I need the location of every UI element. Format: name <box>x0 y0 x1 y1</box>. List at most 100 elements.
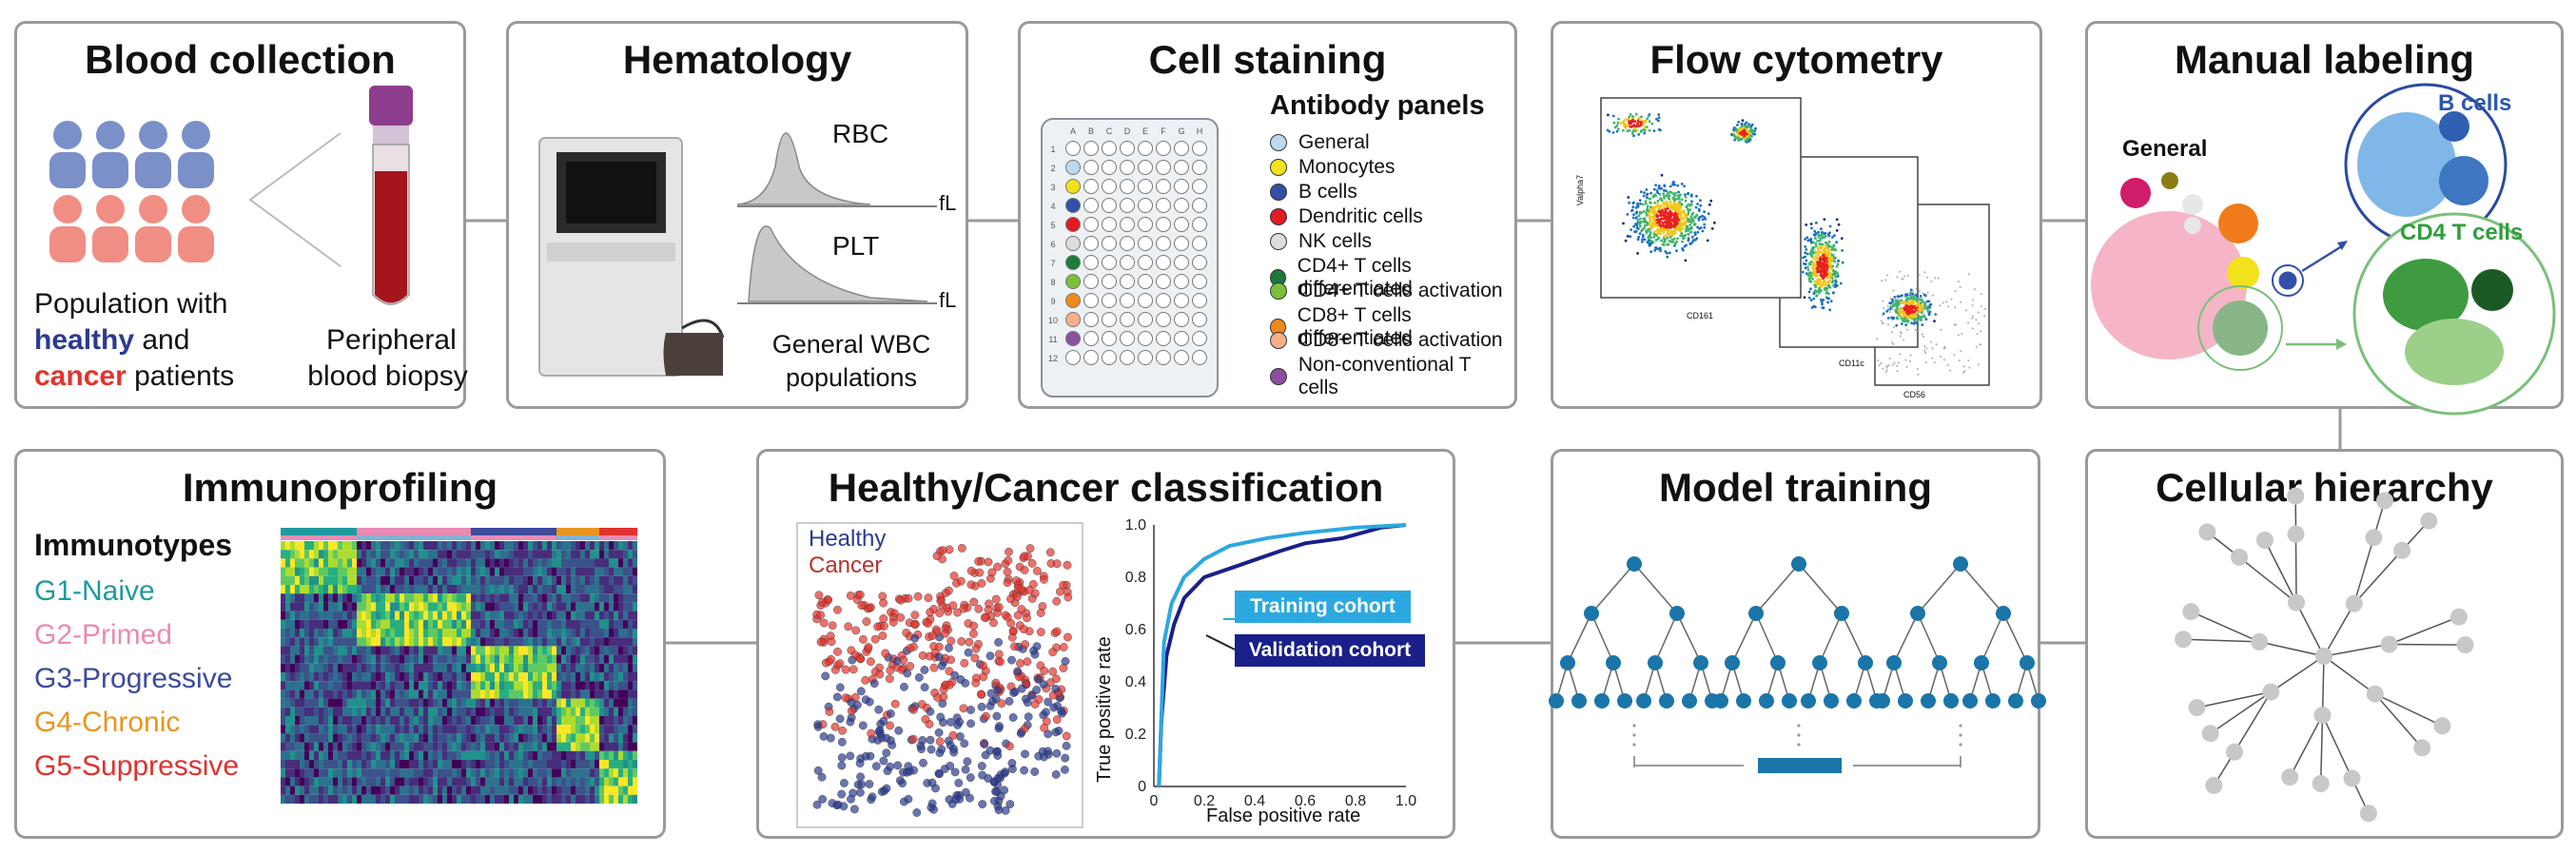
flow-event <box>1922 307 1925 310</box>
flow-event <box>1967 359 1970 361</box>
heatmap-cell <box>623 768 628 778</box>
heatmap <box>281 528 637 804</box>
umap-point <box>957 637 966 646</box>
heatmap-cell <box>357 575 361 585</box>
heatmap-cell <box>442 725 447 734</box>
flow-event <box>1829 259 1832 262</box>
umap-point <box>850 805 859 814</box>
heatmap-cell <box>419 575 423 585</box>
flow-event <box>1967 321 1970 324</box>
flow-event <box>1644 223 1647 227</box>
heatmap-cell <box>290 698 295 708</box>
heatmap-cell <box>595 725 599 734</box>
heatmap-cell <box>547 619 552 629</box>
flow-event <box>1811 249 1814 253</box>
umap-point <box>874 728 884 736</box>
tree-node <box>1571 693 1587 708</box>
flow-event <box>1826 301 1829 304</box>
heatmap-cell <box>290 760 295 769</box>
heatmap-cell <box>514 663 518 672</box>
heatmap-cell <box>580 689 585 699</box>
flow-event <box>1652 206 1656 209</box>
heatmap-cell <box>290 593 295 603</box>
heatmap-cell <box>542 575 547 585</box>
heatmap-cell <box>323 672 328 682</box>
heatmap-cell <box>357 593 361 603</box>
flow-event <box>1905 319 1909 321</box>
heatmap-cell <box>556 681 561 690</box>
heatmap-cell <box>495 637 499 647</box>
heatmap-cell <box>614 786 618 795</box>
heatmap-cell <box>309 786 314 795</box>
heatmap-cell <box>471 742 476 751</box>
heatmap-cell <box>323 742 328 751</box>
flow-event <box>1737 139 1741 142</box>
heatmap-cell <box>504 567 509 576</box>
heatmap-cell <box>419 750 423 760</box>
heatmap-cell <box>447 602 452 611</box>
plate-col-label: E <box>1142 126 1148 136</box>
heatmap-cell <box>366 558 371 568</box>
heatmap-cell <box>381 558 385 568</box>
heatmap-cell <box>590 768 595 778</box>
heatmap-cell <box>585 619 590 629</box>
heatmap-cell <box>499 794 504 804</box>
heatmap-cell <box>528 707 533 716</box>
flow-event <box>1673 202 1676 205</box>
heatmap-cell <box>628 716 633 726</box>
heatmap-cell <box>376 716 381 726</box>
heatmap-cell <box>409 689 414 699</box>
heatmap-cell <box>428 567 433 576</box>
heatmap-cell <box>423 629 428 638</box>
heatmap-cell <box>561 567 566 576</box>
umap-point <box>909 620 919 629</box>
flow-event <box>1645 209 1649 212</box>
heatmap-cell <box>300 777 304 786</box>
heatmap-cell <box>423 750 428 760</box>
heatmap-cell <box>295 611 300 620</box>
heatmap-cell <box>518 629 523 638</box>
heatmap-cell <box>385 585 390 594</box>
flow-event <box>1902 315 1904 319</box>
heatmap-cell <box>504 768 509 778</box>
flow-event <box>1809 260 1813 263</box>
heatmap-cell <box>342 707 347 716</box>
heatmap-cell <box>361 646 366 655</box>
heatmap-cell <box>419 550 423 559</box>
heatmap-cell <box>423 786 428 795</box>
heatmap-cell <box>542 716 547 726</box>
flow-event <box>1643 217 1647 221</box>
umap-point <box>886 762 895 771</box>
flow-event <box>1815 221 1818 224</box>
flow-event <box>1814 244 1818 247</box>
flow-event <box>1834 256 1837 260</box>
heatmap-cell <box>580 575 585 585</box>
heatmap-cell <box>547 750 552 760</box>
flow-event <box>1802 270 1805 274</box>
flow-event <box>1630 131 1634 135</box>
heatmap-cell <box>547 742 552 751</box>
heatmap-cell <box>499 654 504 664</box>
heatmap-cell <box>319 777 323 786</box>
flow-event <box>1805 252 1809 256</box>
heatmap-cell <box>290 619 295 629</box>
heatmap-cell <box>552 707 556 716</box>
heatmap-cell <box>361 725 366 734</box>
heatmap-cell <box>547 760 552 769</box>
flow-event <box>1657 116 1661 119</box>
flow-event <box>1825 282 1828 286</box>
heatmap-cell <box>566 733 571 743</box>
plate-row-label: 6 <box>1050 240 1055 249</box>
flow-event <box>1919 297 1922 300</box>
heatmap-cell <box>518 575 523 585</box>
heatmap-cell <box>414 760 419 769</box>
heatmap-group-bar <box>599 528 637 535</box>
umap-point <box>950 767 960 777</box>
heatmap-cell <box>480 733 485 743</box>
heatmap-cell <box>542 646 547 655</box>
flow-event <box>1626 213 1630 216</box>
flow-event <box>1909 354 1912 357</box>
umap-point <box>826 733 835 743</box>
heatmap-cell <box>428 637 433 647</box>
heatmap-cell <box>466 794 471 804</box>
